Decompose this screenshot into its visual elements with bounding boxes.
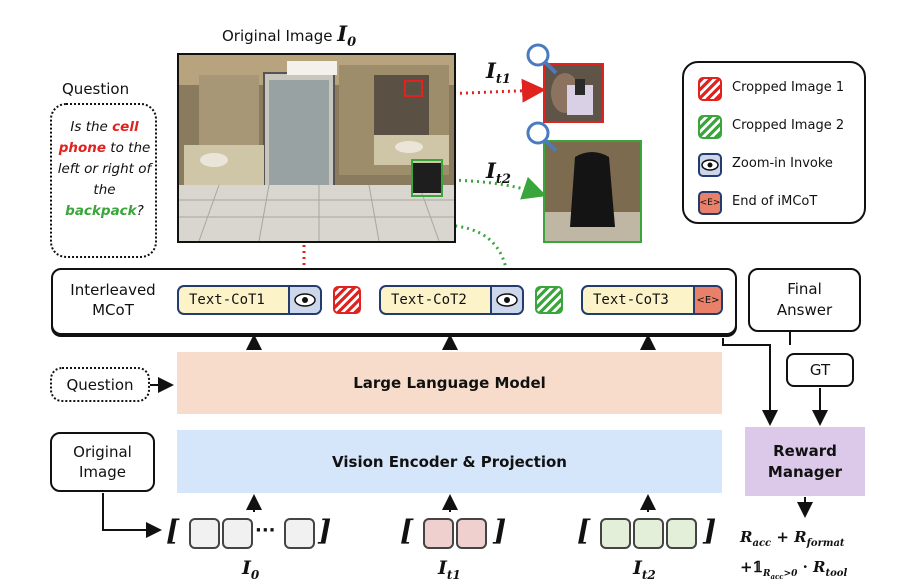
gt-box: GT	[786, 353, 854, 387]
legend-eye-icon	[698, 153, 722, 177]
magnifier-icon-2	[526, 121, 558, 153]
cropped-image-2-token	[535, 286, 563, 314]
large-language-model: Large Language Model	[177, 352, 722, 414]
magnifier-icon-1	[526, 43, 558, 75]
token-it2-2	[633, 518, 664, 549]
i0-symbol: I0	[337, 21, 357, 51]
backpack-highlight: backpack	[65, 203, 137, 219]
red-zoom-path	[417, 78, 546, 103]
legend-crop2-swatch	[698, 115, 722, 139]
text-cot-2: Text-CoT2	[379, 285, 524, 315]
reward-formula-line2: +𝟙Racc>0 · Rtool	[740, 558, 848, 581]
token-it2-1	[600, 518, 631, 549]
bracket-close-it2: ]	[703, 514, 717, 547]
bracket-open-it1: [	[400, 514, 414, 547]
token-it1-2	[456, 518, 487, 549]
original-image-title-text: Original Image	[222, 27, 333, 45]
legend-end-label: End of iMCoT	[732, 194, 818, 209]
zoomed-crop-2	[543, 140, 642, 243]
question-box: Is the cell phone to the left or right o…	[50, 103, 157, 258]
question-input-box: Question	[50, 367, 150, 402]
zoomed-crop-1	[543, 63, 604, 123]
legend-crop1-swatch	[698, 77, 722, 101]
question-text: Is the cell phone to the left or right o…	[57, 119, 152, 219]
eye-icon-2	[490, 287, 522, 313]
crop-box-2	[411, 159, 443, 197]
legend-crop1-label: Cropped Image 1	[732, 80, 845, 95]
legend-crop2-label: Cropped Image 2	[732, 118, 845, 133]
bracket-close-it1: ]	[493, 514, 507, 547]
legend-end-icon: <E>	[698, 191, 722, 215]
eye-icon-1	[288, 287, 320, 313]
cropped-image-1-token	[333, 286, 361, 314]
i0-token-label: I0	[242, 557, 260, 582]
token-i0-3	[284, 518, 315, 549]
legend: Cropped Image 1 Cropped Image 2 Zoom-in …	[682, 61, 866, 224]
vision-encoder-projection: Vision Encoder & Projection	[177, 430, 722, 493]
token-ellipsis: ···	[255, 520, 276, 541]
mcot-to-reward-arrow	[722, 338, 778, 426]
bracket-open-it2: [	[577, 514, 591, 547]
bathroom-illustration	[179, 55, 454, 241]
question-header: Question	[62, 80, 130, 98]
token-i0-1	[189, 518, 220, 549]
it1-token-label: It1	[438, 557, 461, 582]
original-image-photo	[177, 53, 456, 243]
original-image-title: Original Image I0	[222, 21, 356, 50]
it1-label: It1	[486, 58, 511, 88]
bracket-close-i0: ]	[318, 514, 332, 547]
cell-phone-highlight: cell phone	[58, 119, 139, 156]
token-it2-3	[666, 518, 697, 549]
text-cot-3: Text-CoT3 <E>	[581, 285, 723, 315]
end-tag: <E>	[693, 287, 721, 313]
it2-token-label: It2	[633, 557, 656, 582]
orig-to-tokens-arrow	[102, 493, 162, 538]
bracket-open-i0: [	[166, 514, 180, 547]
crop-box-1	[404, 80, 423, 97]
reward-formula-line1: Racc + Rformat	[740, 528, 845, 549]
token-it1-1	[423, 518, 454, 549]
text-cot-1: Text-CoT1	[177, 285, 322, 315]
token-i0-2	[222, 518, 253, 549]
it2-label: It2	[486, 158, 511, 188]
legend-zoom-label: Zoom-in Invoke	[732, 156, 833, 171]
